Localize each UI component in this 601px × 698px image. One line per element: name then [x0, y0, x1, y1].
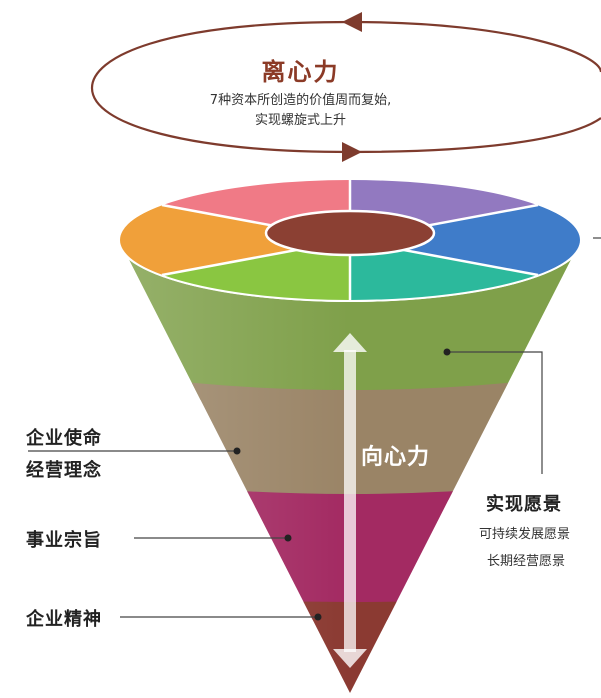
segment-teal	[350, 240, 538, 301]
dot-purpose-icon	[284, 534, 292, 542]
dot-vision-icon	[443, 348, 451, 356]
centripetal-arrow	[333, 333, 367, 668]
vision-title: 实现愿景	[486, 494, 562, 515]
arrow-head-top-icon	[342, 12, 362, 32]
dot-spirit-icon	[314, 613, 322, 621]
arrow-up-icon	[333, 333, 367, 352]
purpose-label: 事业宗旨	[26, 530, 102, 551]
centrifugal-loop	[90, 12, 601, 162]
centripetal-label: 向心力	[361, 445, 431, 470]
arrow-head-bottom-icon	[342, 142, 362, 162]
centrifugal-desc-line2: 实现螺旋式上升	[254, 113, 346, 128]
spirit-label: 企业精神	[26, 609, 102, 630]
segment-blue	[350, 205, 580, 275]
segment-lime	[162, 240, 350, 301]
segment-orange	[120, 205, 351, 275]
vision-sub-sustainable: 可持续发展愿景	[479, 527, 571, 542]
top-disc	[117, 178, 583, 302]
dot-mission-icon	[233, 447, 241, 455]
vision-sub-longterm: 长期经营愿景	[487, 554, 566, 569]
centrifugal-desc-line1: 7种资本所创造的价值周而复始,	[209, 93, 392, 108]
arrow-down-icon	[333, 649, 367, 668]
centrifugal-title: 离心力	[261, 58, 340, 86]
connectors	[28, 237, 601, 618]
philosophy-label: 经营理念	[26, 460, 102, 481]
mission-label: 企业使命	[26, 428, 102, 449]
center-disc	[264, 209, 436, 257]
